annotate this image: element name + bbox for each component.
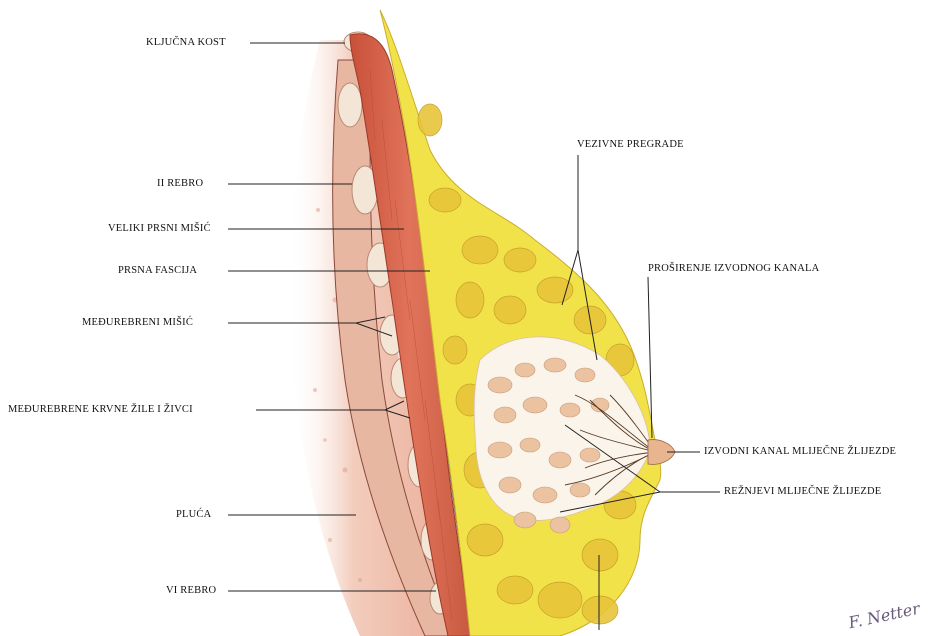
label-pluca: PLUĆA [176,509,211,521]
label-kljucna-kost: KLJUČNA KOST [146,37,226,49]
label-reznjevi: REŽNJEVI MLIJEČNE ŽLIJEZDE [724,486,881,498]
label-veliki-prsni-misic: VELIKI PRSNI MIŠIĆ [108,223,211,235]
label-izvodni-kanal: IZVODNI KANAL MLIJEČNE ŽLIJEZDE [704,446,896,458]
label-ii-rebro: II REBRO [157,178,203,190]
label-prosirenje-kanala: PROŠIRENJE IZVODNOG KANALA [648,263,819,275]
label-vezivne-pregrade: VEZIVNE PREGRADE [577,139,684,151]
label-medurebrene-zile: MEĐUREBRENE KRVNE ŽILE I ŽIVCI [8,404,193,416]
label-medurebreni-misic: MEĐUREBRENI MIŠIĆ [82,317,193,329]
label-prsna-fascija: PRSNA FASCIJA [118,265,197,277]
label-vi-rebro: VI REBRO [166,585,216,597]
